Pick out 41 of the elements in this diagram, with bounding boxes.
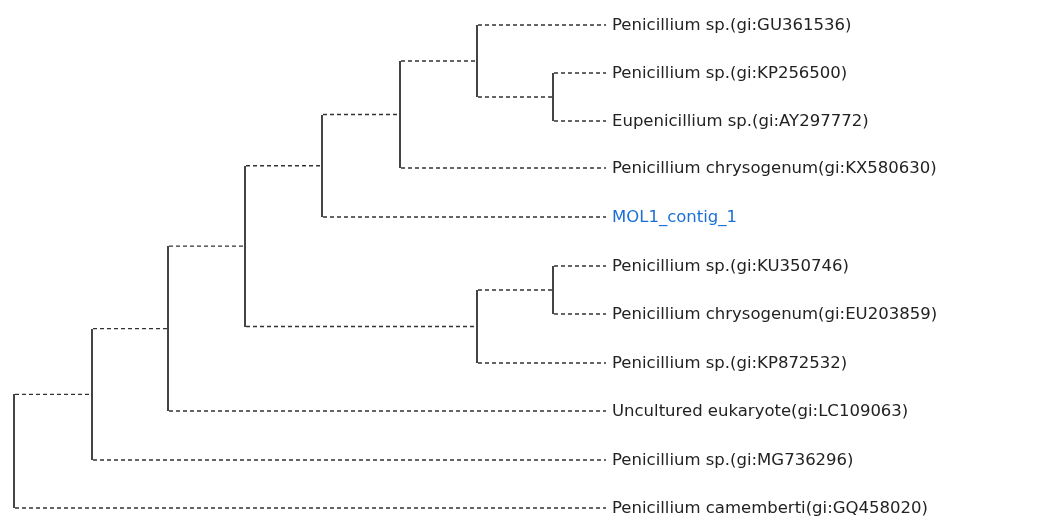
- branch-line: [477, 362, 607, 364]
- branch-line: [322, 216, 607, 218]
- branch-line: [553, 313, 607, 315]
- branch-junction-line: [552, 266, 554, 314]
- branch-line: [14, 507, 607, 509]
- taxon-label: Penicillium sp.(gi:KP256500): [612, 62, 848, 84]
- branch-junction-line: [552, 73, 554, 121]
- branch-junction-line: [399, 61, 401, 168]
- taxon-label: Penicillium camemberti(gi:GQ458020): [612, 497, 928, 519]
- branch-line: [400, 60, 477, 62]
- branch-line: [92, 459, 607, 461]
- branch-line: [553, 120, 607, 122]
- branch-junction-line: [321, 114, 323, 217]
- branch-junction-line: [244, 165, 246, 327]
- branch-junction-line: [13, 394, 15, 508]
- branch-line: [477, 96, 553, 98]
- taxon-label: Penicillium sp.(gi:GU361536): [612, 14, 852, 36]
- branch-junction-line: [167, 246, 169, 411]
- taxon-label: Penicillium chrysogenum(gi:EU203859): [612, 303, 938, 325]
- branch-junction-line: [476, 290, 478, 363]
- taxon-label: Penicillium sp.(gi:KP872532): [612, 352, 848, 374]
- branch-line: [400, 167, 607, 169]
- branch-line: [168, 245, 245, 247]
- branch-line: [92, 327, 168, 330]
- taxon-label: Eupenicillium sp.(gi:AY297772): [612, 110, 869, 132]
- taxon-label: MOL1_contig_1: [612, 206, 738, 228]
- taxon-label: Penicillium sp.(gi:MG736296): [612, 449, 854, 471]
- taxon-label: Penicillium chrysogenum(gi:KX580630): [612, 157, 937, 179]
- branch-line: [553, 265, 607, 267]
- taxon-label: Penicillium sp.(gi:KU350746): [612, 255, 849, 277]
- branch-line: [245, 165, 322, 167]
- branch-line: [322, 113, 400, 116]
- branch-line: [477, 289, 553, 291]
- branch-line: [553, 72, 607, 74]
- taxon-label: Uncultured eukaryote(gi:LC109063): [612, 400, 909, 422]
- branch-junction-line: [476, 25, 478, 97]
- branch-junction-line: [91, 328, 93, 460]
- branch-line: [477, 24, 607, 26]
- branch-line: [168, 410, 607, 412]
- branch-line: [14, 393, 92, 395]
- branch-line: [245, 325, 477, 328]
